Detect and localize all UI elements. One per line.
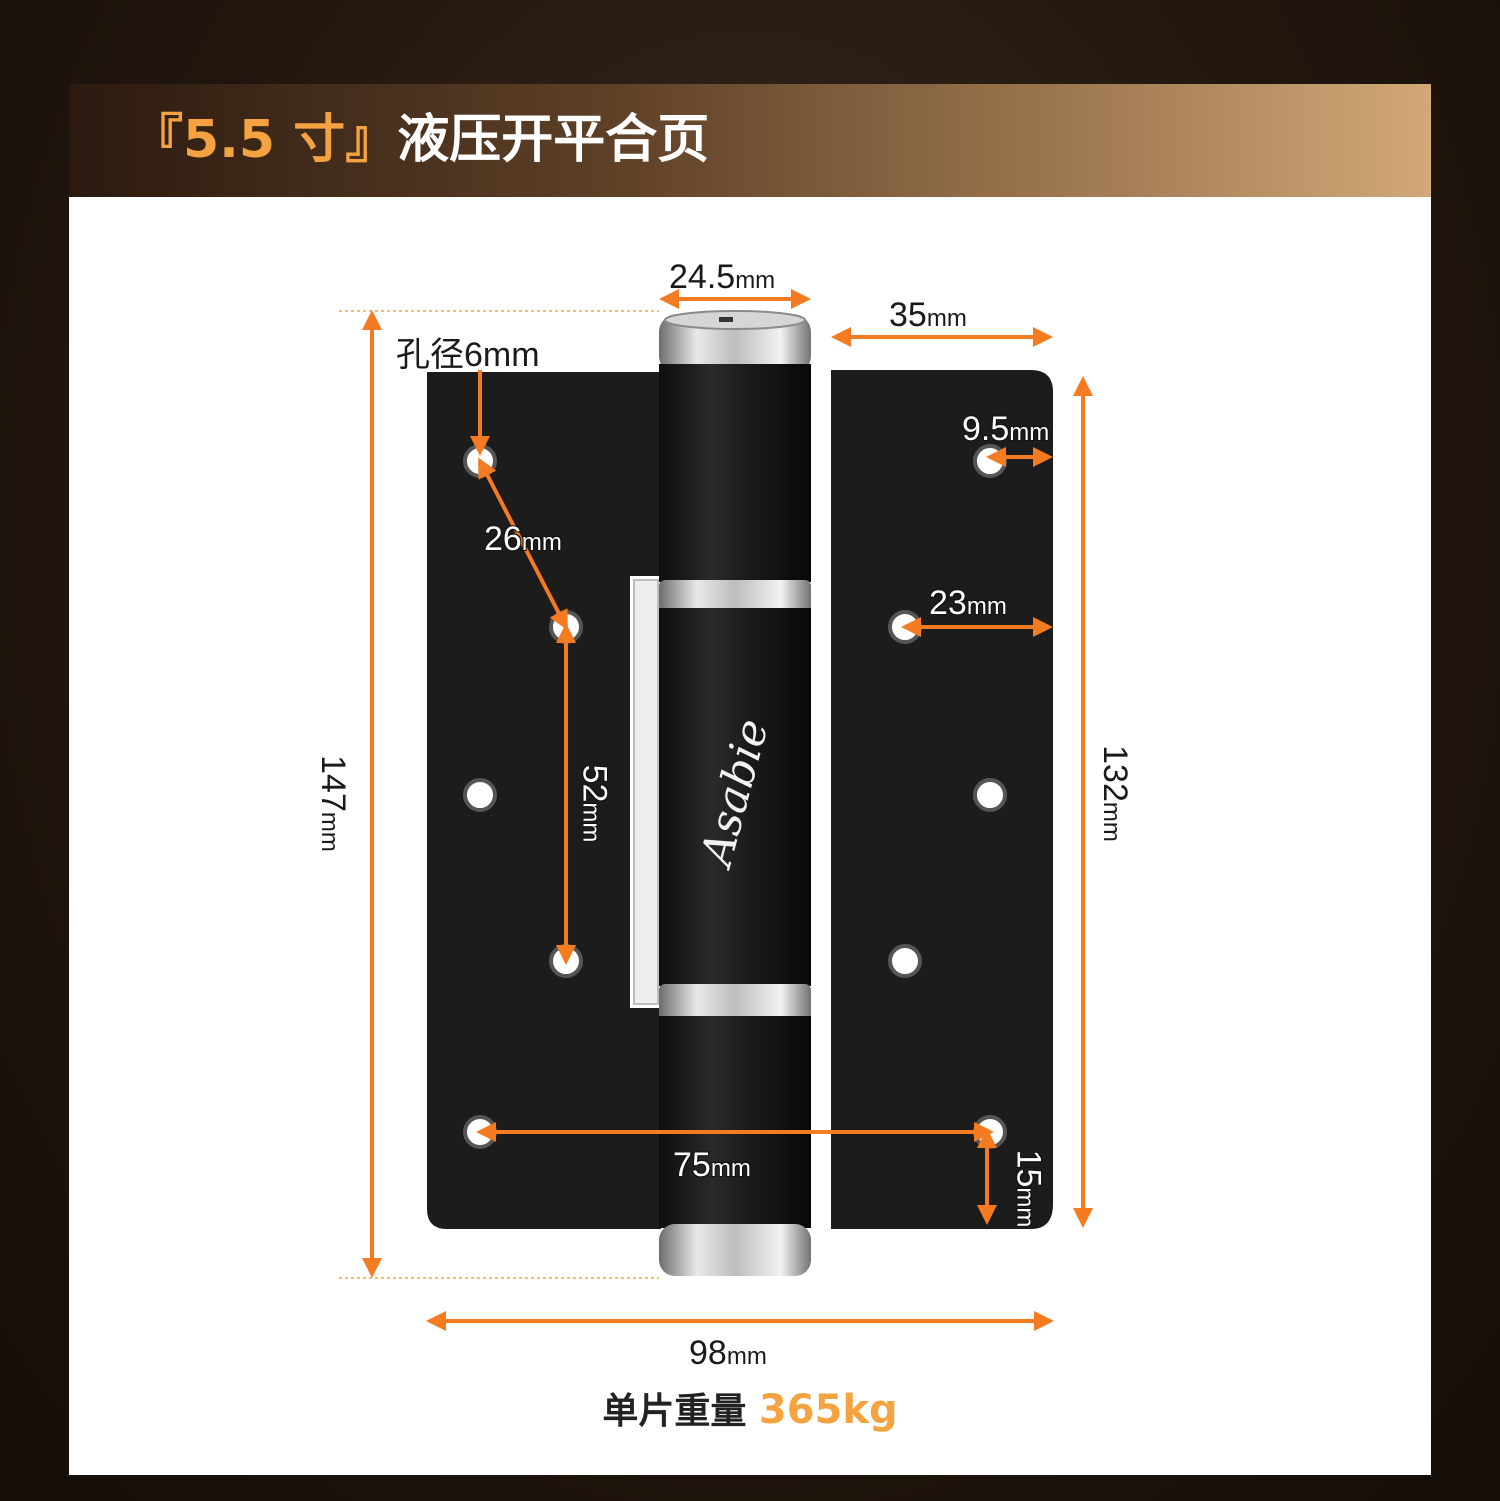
hole: [973, 444, 1007, 478]
product-card: 『5.5 寸』液压开平合页: [69, 84, 1431, 1475]
hole: [973, 778, 1007, 812]
right-leaf: [831, 370, 1053, 1229]
label-hole-horizontal: 75mm: [673, 1146, 751, 1184]
page-title: 『5.5 寸』液压开平合页: [131, 110, 709, 170]
label-hole-spacing: 52mm: [575, 764, 614, 843]
label-total-width: 98mm: [689, 1334, 767, 1372]
label-total-height: 147mm: [313, 755, 352, 852]
label-hole-to-edge: 23mm: [929, 584, 1007, 622]
weight-line: 单片重量 365kg: [69, 1382, 1431, 1434]
hole: [463, 778, 497, 812]
left-leaf: [427, 372, 661, 1229]
hinge-barrel: [659, 310, 811, 1276]
title-main: 液压开平合页: [397, 110, 710, 170]
hole: [888, 944, 922, 978]
label-pin-diameter: 24.5mm: [669, 258, 776, 296]
label-bottom-offset: 15mm: [1009, 1149, 1048, 1228]
title-size-accent: 『5.5 寸』: [131, 110, 398, 170]
label-diagonal: 26mm: [484, 520, 562, 558]
weight-label: 单片重量: [602, 1391, 747, 1432]
title-banner: 『5.5 寸』液压开平合页: [69, 84, 1431, 197]
hinge-diagram: Asabie: [339, 289, 1093, 1331]
weight-value: 365kg: [758, 1387, 898, 1433]
label-leaf-height: 132mm: [1095, 745, 1134, 842]
label-leaf-width: 35mm: [889, 296, 967, 334]
dim-diagonal: [478, 457, 568, 631]
label-edge-offset: 9.5mm: [962, 410, 1050, 448]
label-hole-diameter: 孔径6mm: [396, 336, 540, 374]
